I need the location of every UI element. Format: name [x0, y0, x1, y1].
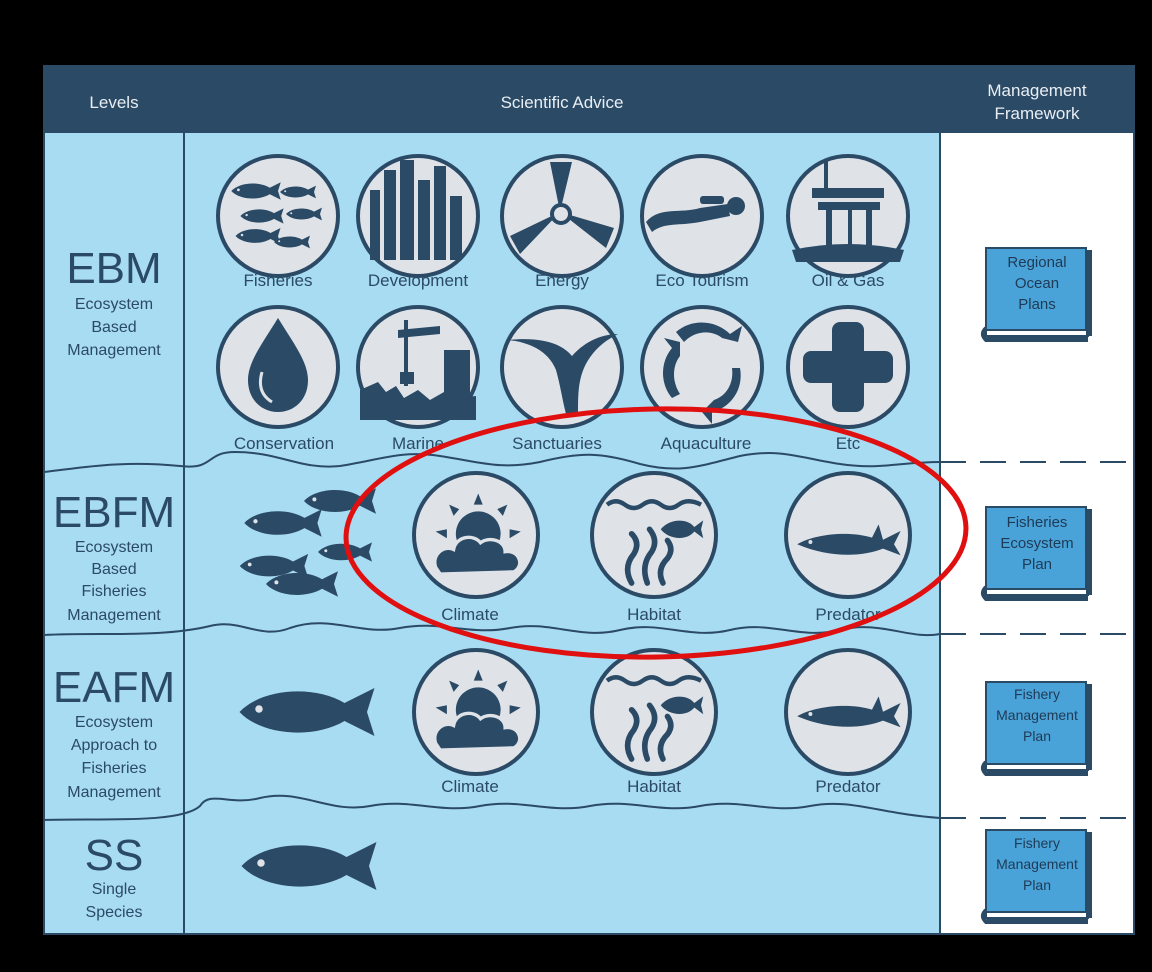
icon-label: Habitat: [627, 605, 681, 624]
oil-rig-icon: [792, 160, 904, 262]
fish-school-icon: [231, 182, 322, 249]
book-line: Plan: [1023, 728, 1051, 744]
highlight-ellipse: [343, 406, 969, 660]
whale-tail-icon: [508, 334, 618, 414]
ebm-oil-gas: Oil & Gas: [786, 154, 910, 290]
eafm-habitat: Habitat: [590, 648, 718, 796]
book-line: Plans: [1018, 296, 1056, 313]
icon-label: Fisheries: [244, 271, 313, 290]
eafm-climate: Climate: [412, 648, 540, 796]
header-management-line2: Framework: [994, 104, 1080, 123]
book-line: Management: [996, 707, 1078, 723]
ebm-fisheries: Fisheries: [216, 154, 340, 290]
level-desc-line: Management: [67, 607, 161, 624]
book-line: Management: [996, 856, 1078, 872]
book-line: Plan: [1023, 877, 1051, 893]
level-abbr: EBFM: [53, 488, 175, 537]
icon-label: Oil & Gas: [812, 271, 885, 290]
book-fishery-management-plan-2: Fishery Management Plan: [980, 828, 1094, 924]
water-drop-icon: [248, 318, 308, 412]
book-line: Fisheries: [1007, 514, 1068, 531]
level-abbr: EAFM: [53, 663, 175, 712]
level-desc-line: Ecosystem: [75, 296, 153, 313]
ebm-conservation: Conservation: [216, 305, 340, 453]
header-management-line1: Management: [987, 81, 1087, 100]
icon-label: Marine: [392, 434, 444, 453]
ebm-etc: Etc: [786, 305, 910, 453]
level-abbr: SS: [85, 831, 144, 880]
level-desc-line: Single: [92, 881, 137, 898]
level-desc-line: Ecosystem: [75, 539, 153, 556]
header-levels: Levels: [89, 93, 138, 112]
ebm-eco-tourism: Eco Tourism: [640, 154, 764, 290]
level-abbr: EBM: [66, 244, 161, 293]
icon-label: Aquaculture: [661, 434, 752, 453]
level-ss: SS Single Species: [85, 831, 144, 921]
level-desc-line: Approach to: [71, 737, 157, 754]
header-scientific-advice: Scientific Advice: [501, 93, 624, 112]
book-line: Ecosystem: [1000, 535, 1073, 552]
icon-label: Development: [368, 271, 468, 290]
level-desc-line: Fisheries: [82, 760, 147, 777]
book-fisheries-ecosystem-plan: Fisheries Ecosystem Plan: [980, 505, 1094, 601]
ebm-aquaculture: Aquaculture: [640, 305, 764, 453]
book-fishery-management-plan-1: Fishery Management Plan: [980, 680, 1094, 776]
icon-label: Energy: [535, 271, 589, 290]
icon-label: Climate: [441, 605, 499, 624]
crane-icon: [360, 320, 476, 420]
level-desc-line: Based: [91, 561, 136, 578]
diver-icon: [646, 196, 745, 232]
level-desc-line: Species: [86, 904, 143, 921]
plus-icon: [803, 322, 893, 412]
book-line: Fishery: [1014, 835, 1060, 851]
icon-label: Conservation: [234, 434, 334, 453]
level-desc-line: Management: [67, 784, 161, 801]
icon-label: Habitat: [627, 777, 681, 796]
book-line: Ocean: [1015, 275, 1059, 292]
level-desc-line: Management: [67, 342, 161, 359]
book-line: Fishery: [1014, 686, 1060, 702]
icon-label: Eco Tourism: [655, 271, 748, 290]
eafm-predator: Predator: [784, 648, 912, 796]
ebm-marine: Marine: [356, 305, 480, 453]
book-line: Regional: [1007, 254, 1066, 271]
ebfm-climate: Climate: [412, 471, 540, 624]
ebfm-habitat: Habitat: [590, 471, 718, 624]
icon-label: Etc: [836, 434, 861, 453]
wind-turbine-icon: [510, 162, 614, 254]
level-ebfm: EBFM Ecosystem Based Fisheries Managemen…: [53, 488, 175, 624]
icon-label: Climate: [441, 777, 499, 796]
book-regional-ocean-plans: Regional Ocean Plans: [980, 246, 1094, 342]
level-desc-line: Ecosystem: [75, 714, 153, 731]
level-separators: [43, 450, 1134, 821]
header-bar: [44, 66, 1134, 133]
level-desc-line: Based: [91, 319, 136, 336]
ebm-energy: Energy: [500, 154, 624, 290]
level-eafm: EAFM Ecosystem Approach to Fisheries Man…: [53, 663, 175, 801]
book-line: Plan: [1022, 556, 1052, 573]
icon-label: Sanctuaries: [512, 434, 602, 453]
level-ebm: EBM Ecosystem Based Management: [66, 244, 161, 359]
level-desc-line: Fisheries: [82, 583, 147, 600]
icon-label: Predator: [815, 777, 881, 796]
ebm-sanctuaries: Sanctuaries: [500, 305, 624, 453]
buildings-icon: [370, 160, 462, 260]
ebm-development: Development: [356, 154, 480, 290]
